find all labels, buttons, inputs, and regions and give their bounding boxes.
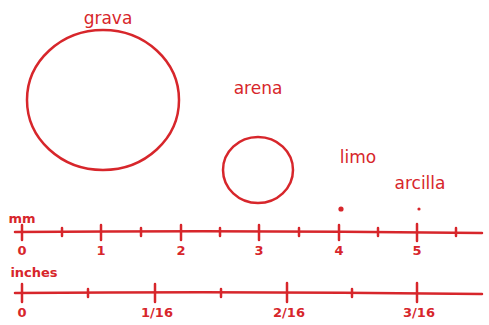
inch-ruler-line (15, 292, 482, 294)
soil-class-name: grava (84, 9, 133, 28)
scale-number: 4 (334, 244, 343, 258)
mm-ruler-line (15, 231, 482, 233)
scale-number: 5 (412, 244, 421, 258)
silt-dot: limo (330, 145, 380, 215)
particle-shape (338, 206, 343, 211)
gravel-circle: grava (20, 2, 195, 187)
particle-outline (20, 2, 195, 187)
unit-label: mm (8, 212, 35, 226)
scale-number: 3 (254, 244, 263, 258)
scale-number: 0 (17, 244, 26, 258)
scale-number: 2/16 (273, 306, 305, 320)
sand-circle: arena (215, 75, 300, 210)
inch-major-ticks (22, 283, 417, 302)
inch-minor-ticks (88, 289, 352, 297)
scale-number: 1/16 (141, 306, 173, 320)
unit-label: inches (10, 266, 57, 280)
particle-shape (223, 137, 293, 203)
clay-dot: arcilla (385, 172, 455, 214)
scale-number: 1 (96, 244, 105, 258)
soil-class-name: limo (340, 148, 376, 167)
soil-class-name: arcilla (395, 174, 446, 193)
scale-number: 0 (17, 306, 26, 320)
scale-number: 3/16 (403, 306, 435, 320)
mm-minor-ticks (62, 228, 456, 236)
scale-number: 2 (176, 244, 185, 258)
particle-shape (27, 30, 179, 170)
soil-class-name: arena (234, 79, 283, 98)
particle-shape (417, 207, 420, 210)
